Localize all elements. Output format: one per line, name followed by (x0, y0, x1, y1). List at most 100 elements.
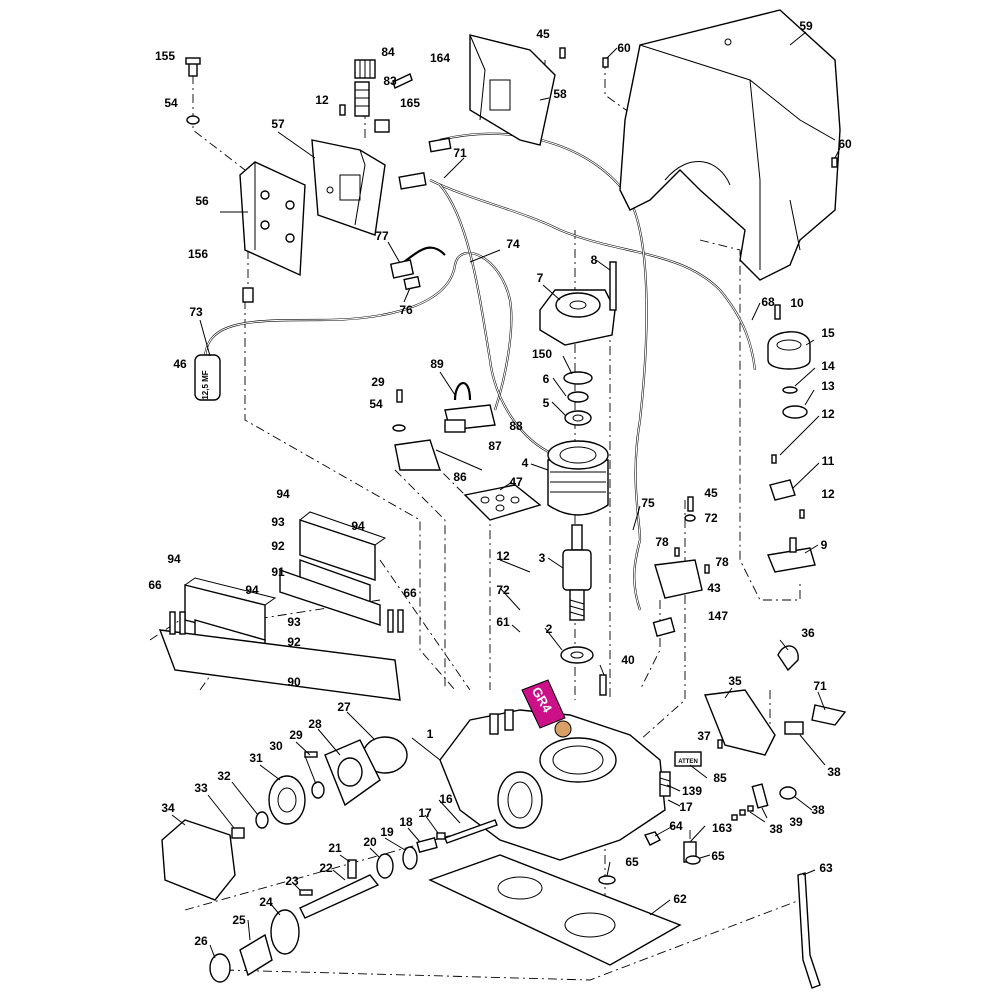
screws-38-small (731, 805, 754, 821)
screw-29-mid (396, 389, 403, 403)
washer-65-left (598, 875, 616, 885)
part-label-6: 6 (543, 372, 550, 386)
part-label-7: 7 (537, 271, 544, 285)
part-label-31: 31 (249, 751, 263, 765)
bearing-26 (209, 953, 231, 983)
part-label-29: 29 (371, 375, 385, 389)
part-label-36: 36 (801, 626, 815, 640)
part-label-72: 72 (496, 583, 510, 597)
sensor-87 (444, 419, 466, 433)
part-label-93: 93 (271, 515, 285, 529)
part-label-27: 27 (337, 700, 351, 714)
part-label-155: 155 (155, 49, 175, 63)
plate-56 (239, 161, 306, 277)
bearing-2 (560, 646, 594, 664)
part-label-64: 64 (669, 819, 683, 833)
part-label-89: 89 (430, 357, 444, 371)
part-label-139: 139 (682, 784, 702, 798)
cover-box-58 (469, 34, 556, 146)
gr4-grease-tag: GR4 (521, 679, 566, 729)
key-23 (299, 889, 313, 896)
pinion-cover-34 (161, 819, 236, 901)
part-label-1: 1 (427, 727, 434, 741)
part-label-83: 83 (383, 74, 397, 88)
part-label-72: 72 (704, 511, 718, 525)
hub-25 (239, 933, 273, 977)
part-label-18: 18 (399, 815, 413, 829)
wiring-harness (203, 132, 757, 611)
part-label-84: 84 (381, 45, 395, 59)
part-label-5: 5 (543, 396, 550, 410)
washer-54-top (186, 115, 200, 125)
lock-71 (784, 704, 847, 735)
grease-point (554, 720, 572, 738)
part-label-12: 12 (821, 407, 835, 421)
screw-78-left (674, 547, 680, 557)
part-label-9: 9 (821, 538, 828, 552)
part-label-4: 4 (522, 456, 529, 470)
part-label-45: 45 (704, 486, 718, 500)
part-label-20: 20 (363, 835, 377, 849)
part-label-38: 38 (769, 822, 783, 836)
bolt-8 (609, 261, 617, 311)
terminal-strip-83 (354, 81, 370, 117)
lever-39 (751, 783, 769, 809)
spring-139 (659, 771, 671, 797)
part-label-90: 90 (287, 675, 301, 689)
part-label-13: 13 (821, 379, 835, 393)
warning-label-85: ATTEN (674, 751, 702, 767)
microswitch-147 (652, 617, 676, 637)
part-label-94: 94 (351, 519, 365, 533)
part-label-59: 59 (799, 19, 813, 33)
base-plate-62 (428, 854, 682, 966)
part-label-73: 73 (189, 305, 203, 319)
part-label-76: 76 (399, 303, 413, 317)
screw-155 (185, 57, 201, 77)
part-label-60: 60 (838, 137, 852, 151)
part-label-94: 94 (245, 583, 259, 597)
part-label-45: 45 (536, 27, 550, 41)
part-label-21: 21 (328, 841, 342, 855)
spring-pins-66 (169, 609, 404, 635)
rotor-3 (562, 524, 592, 621)
side-cover-35 (704, 689, 776, 756)
screw-45-top (559, 47, 566, 59)
part-label-60: 60 (617, 41, 631, 55)
part-label-57: 57 (271, 117, 285, 131)
part-label-94: 94 (276, 487, 290, 501)
part-label-156: 156 (188, 247, 208, 261)
fuse-164 (392, 73, 413, 89)
part-label-35: 35 (728, 674, 742, 688)
flange-28 (324, 739, 381, 807)
part-label-71: 71 (813, 679, 827, 693)
part-label-164: 164 (430, 51, 450, 65)
spring-18 (416, 836, 438, 854)
part-label-15: 15 (821, 326, 835, 340)
bearing-5 (564, 410, 592, 426)
stator-4 (547, 440, 609, 516)
part-label-77: 77 (375, 229, 389, 243)
part-label-24: 24 (259, 895, 273, 909)
part-label-43: 43 (707, 581, 721, 595)
part-label-58: 58 (553, 87, 567, 101)
part-label-34: 34 (161, 801, 175, 815)
screw-12-right-a (771, 454, 777, 464)
part-label-68: 68 (761, 295, 775, 309)
part-label-10: 10 (790, 296, 804, 310)
gear-24 (270, 909, 300, 955)
part-label-17: 17 (679, 800, 693, 814)
part-label-25: 25 (232, 913, 246, 927)
gearbox-housing-1 (439, 709, 666, 861)
part-label-78: 78 (655, 535, 669, 549)
screw-60-left (602, 57, 609, 68)
screw-10 (774, 304, 781, 320)
part-label-39: 39 (789, 815, 803, 829)
part-label-8: 8 (591, 253, 598, 267)
bearing-38-right (779, 786, 797, 800)
capacitor-rating: 12,5 MF (201, 370, 210, 399)
washer-32 (255, 811, 269, 829)
part-label-78: 78 (715, 555, 729, 569)
part-label-47: 47 (509, 475, 523, 489)
part-label-163: 163 (712, 821, 732, 835)
